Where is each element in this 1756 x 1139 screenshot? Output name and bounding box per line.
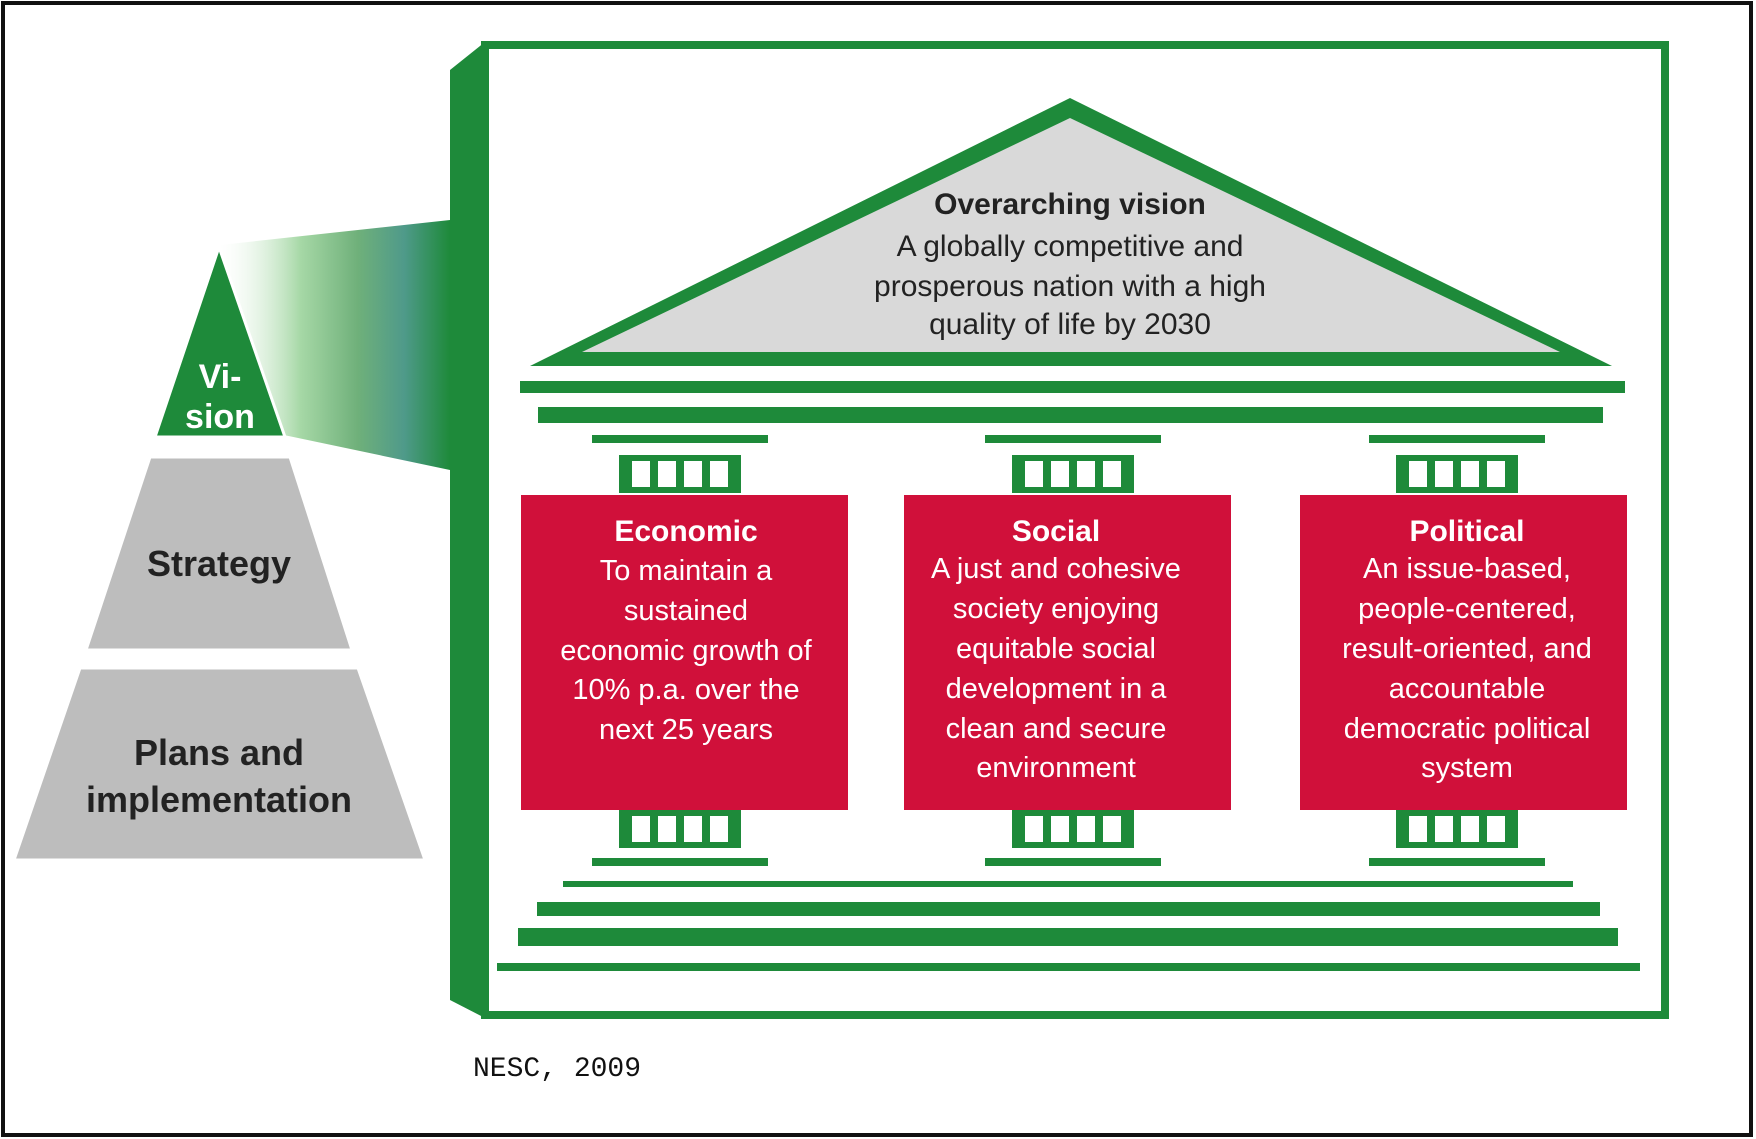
column-top-shaft-flute [684,461,702,487]
column-capital-bar [985,435,1161,443]
column-top-shaft-flute [1103,461,1121,487]
vision-beam [220,220,450,470]
column-top-shaft-flute [710,461,728,487]
pillar-line: 10% p.a. over the [572,674,799,706]
base-bar-3 [518,928,1618,946]
base-bar-2 [537,902,1600,916]
roof-inner [582,118,1560,352]
pyramid-plans-tier [11,666,428,862]
column-top-shaft-flute [632,461,650,487]
roof-line-2: prosperous nation with a high [874,270,1266,303]
pyramid-vision-label-2: sion [185,398,255,436]
pillar-line: A just and cohesive [931,553,1181,585]
entablature-bar-1 [520,381,1625,393]
column-top-shaft-flute [1051,461,1069,487]
column-top-shaft-flute [1077,461,1095,487]
roof-line-1: A globally competitive and [897,230,1244,263]
pillar-line: economic growth of [560,635,812,667]
pyramid-plans-label-2: implementation [86,779,352,820]
pillar-line: sustained [624,595,748,627]
column-bottom-shaft-flute [710,816,728,842]
pillar-title: Social [1012,515,1100,548]
column-bottom-shaft-flute [1487,816,1505,842]
pillar-title: Economic [614,515,757,548]
column-top-shaft-flute [1435,461,1453,487]
pillar-political: Political An issue-based, people-centere… [1300,495,1627,810]
column-top-shaft-flute [1461,461,1479,487]
pillar-line: accountable [1389,673,1545,705]
pillar-line: society enjoying [953,593,1159,625]
column-bottom-shaft-flute [658,816,676,842]
pillar-line: democratic political [1344,713,1591,745]
pyramid-vision-label-1: Vi- [199,358,242,396]
pillar-box [521,495,848,810]
source-citation: NESC, 2009 [473,1054,641,1085]
pillar-line: result-oriented, and [1342,633,1592,665]
column-caps-and-bases [592,435,1545,866]
column-top-shaft-flute [1025,461,1043,487]
pillar-line: people-centered, [1358,593,1576,625]
pillar-box [1300,495,1627,810]
pyramid-vision-tier [152,242,288,439]
column-base-bar [592,858,768,866]
base-bar-1 [563,881,1573,887]
pillar-title: Political [1409,515,1524,548]
base-bar-4 [497,963,1640,971]
column-bottom-shaft-flute [1409,816,1427,842]
panel-side [450,42,485,1018]
pillar-line: environment [976,752,1136,784]
pillar-line: development in a [946,673,1168,705]
column-capital-bar [592,435,768,443]
pillar-economic: Economic To maintain a sustained economi… [521,495,848,810]
roof-title: Overarching vision [934,188,1206,221]
column-capital-bar [1369,435,1545,443]
pillar-line: An issue-based, [1363,553,1571,585]
column-bottom-shaft-flute [1103,816,1121,842]
roof-line-3: quality of life by 2030 [929,308,1211,341]
entablature-bar-2 [538,407,1603,423]
column-bottom-shaft-flute [1461,816,1479,842]
pillar-line: equitable social [956,633,1156,665]
pillar-line: clean and secure [946,713,1167,745]
column-bottom-shaft-flute [632,816,650,842]
pillar-box [904,495,1231,810]
column-base-bar [1369,858,1545,866]
column-bottom-shaft-flute [1077,816,1095,842]
pillar-line: To maintain a [600,555,773,587]
column-top-shaft-flute [658,461,676,487]
pyramid-strategy-label: Strategy [147,543,291,584]
column-bottom-shaft-flute [1025,816,1043,842]
column-top-shaft-flute [1487,461,1505,487]
column-bottom-shaft-flute [1435,816,1453,842]
pillar-line: system [1421,752,1513,784]
pyramid-strategy-tier [83,455,355,652]
pyramid-plans-label-1: Plans and [134,732,304,773]
column-base-bar [985,858,1161,866]
column-top-shaft-flute [1409,461,1427,487]
column-bottom-shaft-flute [684,816,702,842]
column-bottom-shaft-flute [1051,816,1069,842]
pillar-social: Social A just and cohesive society enjoy… [904,495,1231,810]
pillar-line: next 25 years [599,714,773,746]
